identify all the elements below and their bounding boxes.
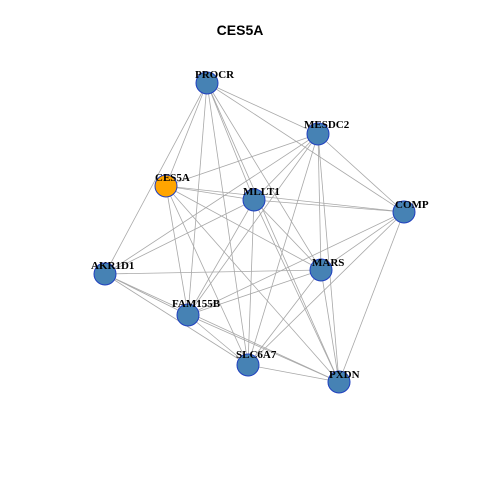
edge-mllt1-fam155b	[187, 199, 255, 316]
node-layer	[93, 71, 416, 394]
edge-comp-fam155b	[187, 211, 405, 316]
edge-procr-akr1d1	[104, 82, 208, 275]
edge-fam155b-pxdn	[187, 314, 340, 383]
node-akr1d1	[93, 262, 117, 286]
node-label-fam155b: FAM155B	[172, 298, 221, 310]
edge-procr-mesdc2	[206, 82, 319, 135]
node-pxdn	[327, 370, 351, 394]
node-label-comp: COMP	[395, 199, 429, 211]
edge-mesdc2-mars	[317, 133, 322, 271]
edge-mllt1-slc6a7	[247, 199, 255, 366]
edge-comp-slc6a7	[247, 211, 405, 366]
edge-mars-pxdn	[320, 269, 340, 383]
edge-procr-comp	[206, 82, 405, 213]
edge-mars-slc6a7	[247, 269, 322, 366]
edge-ces5a-mllt1	[165, 185, 255, 201]
edge-procr-mars	[206, 82, 322, 271]
edge-mesdc2-akr1d1	[104, 133, 319, 275]
edge-mesdc2-comp	[317, 133, 405, 213]
node-label-mllt1: MLLT1	[243, 186, 280, 198]
node-procr	[195, 71, 219, 95]
edge-mllt1-comp	[253, 199, 405, 213]
edge-procr-pxdn	[206, 82, 340, 383]
edge-procr-mllt1	[206, 82, 255, 201]
node-label-mesdc2: MESDC2	[304, 119, 350, 131]
node-mesdc2	[306, 122, 330, 146]
edge-mars-fam155b	[187, 269, 322, 316]
node-label-pxdn: PXDN	[329, 369, 360, 381]
edge-akr1d1-mars	[104, 269, 322, 275]
node-slc6a7	[236, 353, 260, 377]
graph-title: CES5A	[217, 22, 264, 38]
edge-procr-fam155b	[187, 82, 208, 316]
node-ces5a	[154, 174, 178, 198]
edge-procr-slc6a7	[206, 82, 249, 366]
edge-ces5a-slc6a7	[165, 185, 249, 366]
node-label-ces5a: CES5A	[155, 172, 190, 184]
node-label-mars: MARS	[312, 257, 344, 269]
node-mllt1	[242, 188, 266, 212]
edge-ces5a-comp	[165, 185, 405, 213]
edge-slc6a7-pxdn	[247, 364, 340, 383]
edge-fam155b-slc6a7	[187, 314, 249, 366]
edge-mesdc2-ces5a	[165, 133, 319, 187]
edge-akr1d1-fam155b	[104, 273, 189, 316]
edge-akr1d1-pxdn	[104, 273, 340, 383]
edge-mllt1-mars	[253, 199, 322, 271]
node-label-procr: PROCR	[195, 69, 235, 81]
edge-ces5a-mars	[165, 185, 322, 271]
edge-akr1d1-slc6a7	[104, 273, 249, 366]
edge-mesdc2-mllt1	[253, 133, 319, 201]
edge-mllt1-pxdn	[253, 199, 340, 383]
edge-comp-mars	[320, 211, 405, 271]
edge-ces5a-fam155b	[165, 185, 189, 316]
edge-comp-pxdn	[338, 211, 405, 383]
node-label-slc6a7: SLC6A7	[236, 349, 277, 361]
node-mars	[309, 258, 333, 282]
edge-mllt1-akr1d1	[104, 199, 255, 275]
edge-procr-ces5a	[165, 82, 208, 187]
edge-layer	[104, 82, 405, 383]
node-label-akr1d1: AKR1D1	[91, 260, 134, 272]
edge-mesdc2-pxdn	[317, 133, 340, 383]
node-comp	[392, 200, 416, 224]
node-fam155b	[176, 303, 200, 327]
